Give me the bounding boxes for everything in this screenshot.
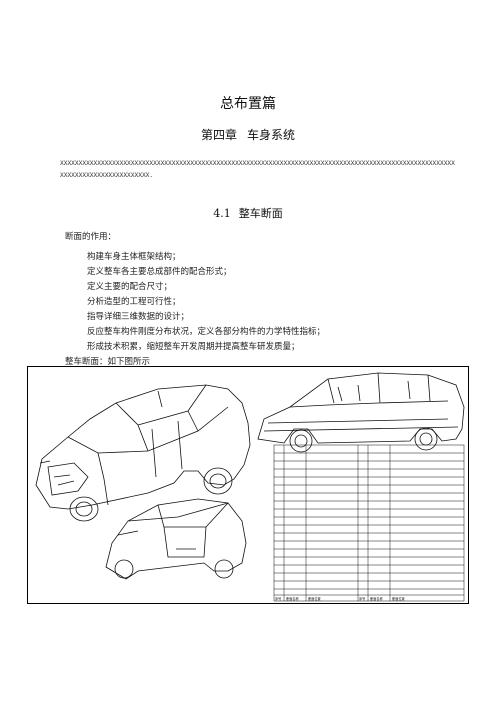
chapter-name: 车身系统 — [247, 128, 296, 142]
page-mark: · — [246, 20, 248, 25]
table-header-name: 断面名称 — [286, 596, 300, 601]
chapter-number: 第四章 — [200, 128, 237, 142]
intro-placeholder-text: XXXXXXXXXXXXXXXXXXXXXXXXXXXXXXXXXXXXXXXX… — [60, 160, 455, 179]
purpose-item: 反应整车构件刚度分布状况，定义各部分构件的力学特性指标； — [87, 327, 326, 337]
vehicle-section-svg: 序号 断面名称 断面位置 序号 断面名称 断面位置 — [35, 372, 465, 602]
section-heading: 4.1 整车断面 — [0, 205, 496, 221]
vehicle-section-drawing: 序号 断面名称 断面位置 序号 断面名称 断面位置 — [27, 366, 469, 604]
table-header-index-2: 序号 — [359, 596, 365, 601]
purpose-item: 形成技术积累，缩短整车开发周期并提高整车研发质量； — [87, 342, 300, 352]
figure-caption: 整车断面：如下图所示 — [65, 357, 151, 367]
section-name: 整车断面 — [238, 207, 283, 220]
mpv-rear-three-quarter-view — [105, 498, 247, 580]
purpose-item: 指导详细三维数据的设计； — [87, 312, 190, 322]
purpose-item: 定义主要的配合尺寸； — [87, 282, 173, 292]
purpose-item: 定义整车各主要总成部件的配合形式； — [87, 267, 232, 277]
page-title: 总布置篇 — [220, 96, 276, 112]
table-header-name-2: 断面名称 — [370, 596, 384, 601]
section-list-table — [273, 444, 465, 602]
table-header-position: 断面位置 — [308, 596, 321, 601]
mpv-side-view — [257, 372, 465, 453]
table-header-index: 序号 — [275, 596, 281, 601]
purpose-heading: 断面的作用： — [65, 232, 117, 242]
section-number: 4.1 — [213, 207, 231, 220]
purpose-item: 分析造型的工程可行性； — [87, 297, 181, 307]
page-mark: · — [246, 690, 248, 695]
chapter-heading: 第四章车身系统 — [0, 126, 496, 143]
table-header-position-2: 断面位置 — [392, 596, 405, 601]
purpose-item: 构建车身主体框架结构； — [87, 252, 181, 262]
mpv-front-three-quarter-view — [35, 384, 251, 522]
